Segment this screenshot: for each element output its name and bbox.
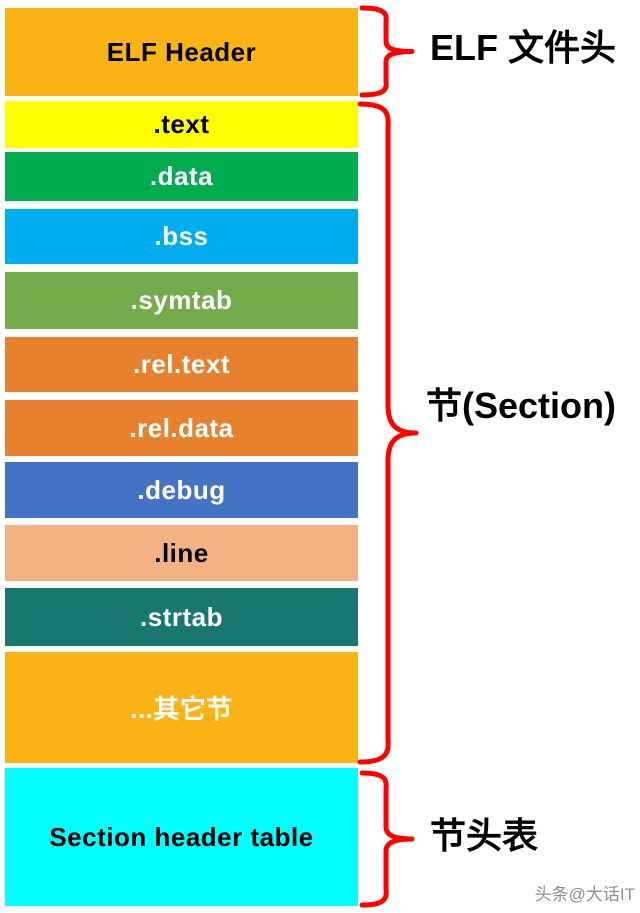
block-label: .line: [154, 537, 209, 568]
block-label: .debug: [137, 474, 226, 505]
curly-brace-icon: [359, 5, 415, 98]
block-label: ELF Header: [106, 36, 257, 67]
block-bss-section: .bss: [5, 209, 358, 264]
label-elf-header-cn: ELF 文件头: [430, 27, 616, 68]
watermark: 头条@大话IT: [534, 885, 635, 904]
block-other-sections: ...其它节: [5, 652, 358, 763]
block-label: .data: [149, 161, 214, 191]
block-text-section: .text: [5, 101, 358, 148]
block-debug-section: .debug: [5, 462, 358, 518]
block-line-section: .line: [5, 525, 358, 581]
label-sections: 节(Section): [426, 385, 617, 426]
curly-brace-icon: [359, 770, 415, 908]
block-label: .strtab: [140, 601, 223, 632]
block-symtab-section: .symtab: [5, 272, 358, 329]
block-stack: ELF Header .text .data .bss .symtab .rel…: [5, 8, 358, 906]
block-label: .rel.text: [133, 349, 230, 379]
curly-brace-icon: [357, 101, 419, 765]
block-elf-header: ELF Header: [5, 8, 358, 96]
block-strtab-section: .strtab: [5, 588, 358, 646]
block-label: ...其它节: [130, 694, 233, 724]
block-data-section: .data: [5, 152, 358, 201]
block-rel-text-section: .rel.text: [5, 337, 358, 392]
block-label: .bss: [154, 221, 209, 251]
block-label: .rel.data: [129, 412, 234, 443]
label-section-header-table-cn: 节头表: [430, 815, 539, 856]
block-rel-data-section: .rel.data: [5, 400, 358, 456]
block-label: Section header table: [49, 821, 314, 852]
block-label: .symtab: [130, 285, 233, 315]
block-label: .text: [153, 109, 210, 139]
block-section-header-table: Section header table: [5, 768, 358, 906]
